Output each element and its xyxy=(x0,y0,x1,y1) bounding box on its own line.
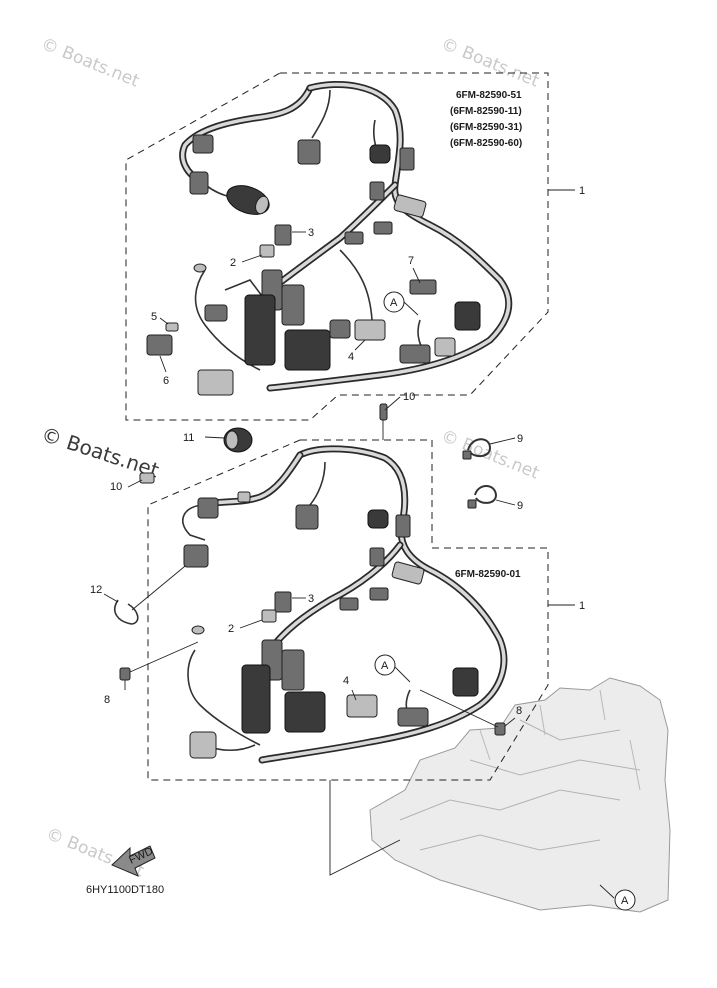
diagram-code: 6HY1100DT180 xyxy=(86,884,164,896)
callout-A: A xyxy=(621,895,629,907)
part-number-alt: (6FM-82590-11) xyxy=(450,106,522,117)
callout-6: 6 xyxy=(163,375,169,387)
callout-11: 11 xyxy=(183,432,194,444)
callout-1: 1 xyxy=(579,185,585,197)
callout-10: 10 xyxy=(403,391,415,403)
part-number-alt: (6FM-82590-31) xyxy=(450,122,522,133)
part-number-alt: (6FM-82590-60) xyxy=(450,138,522,149)
callout-A: A xyxy=(381,660,389,672)
callout-2: 2 xyxy=(228,623,234,635)
callout-3: 3 xyxy=(308,227,314,239)
engine-block-illustration xyxy=(369,677,671,913)
watermark-text: © Boats.net xyxy=(38,34,142,92)
callout-4: 4 xyxy=(348,351,354,363)
callout-4: 4 xyxy=(343,675,349,687)
watermark-text: © Boats.net xyxy=(438,426,542,484)
callout-9: 9 xyxy=(517,433,523,445)
lower-dashed-boundary xyxy=(147,439,549,781)
lower-harness-assembly: 6FM-82590-01 1 3 2 8 A 4 8 A xyxy=(104,439,636,911)
callout-1: 1 xyxy=(579,600,585,612)
callout-12: 12 xyxy=(90,584,102,596)
callout-7: 7 xyxy=(408,255,414,267)
callout-2: 2 xyxy=(230,257,236,269)
loose-parts: 10 11 9 9 10 12 xyxy=(90,391,523,625)
callout-8: 8 xyxy=(104,694,110,706)
callout-3: 3 xyxy=(308,593,314,605)
callout-9: 9 xyxy=(517,500,523,512)
callout-10: 10 xyxy=(110,481,122,493)
callout-5: 5 xyxy=(151,311,157,323)
upper-harness-assembly: 6FM-82590-51 (6FM-82590-11) (6FM-82590-3… xyxy=(125,72,585,421)
callout-A: A xyxy=(390,297,398,309)
callout-8: 8 xyxy=(516,705,522,717)
part-number-primary: 6FM-82590-51 xyxy=(456,90,522,101)
part-number-lower: 6FM-82590-01 xyxy=(455,569,521,580)
watermark-text: © Boats.net xyxy=(438,34,542,92)
